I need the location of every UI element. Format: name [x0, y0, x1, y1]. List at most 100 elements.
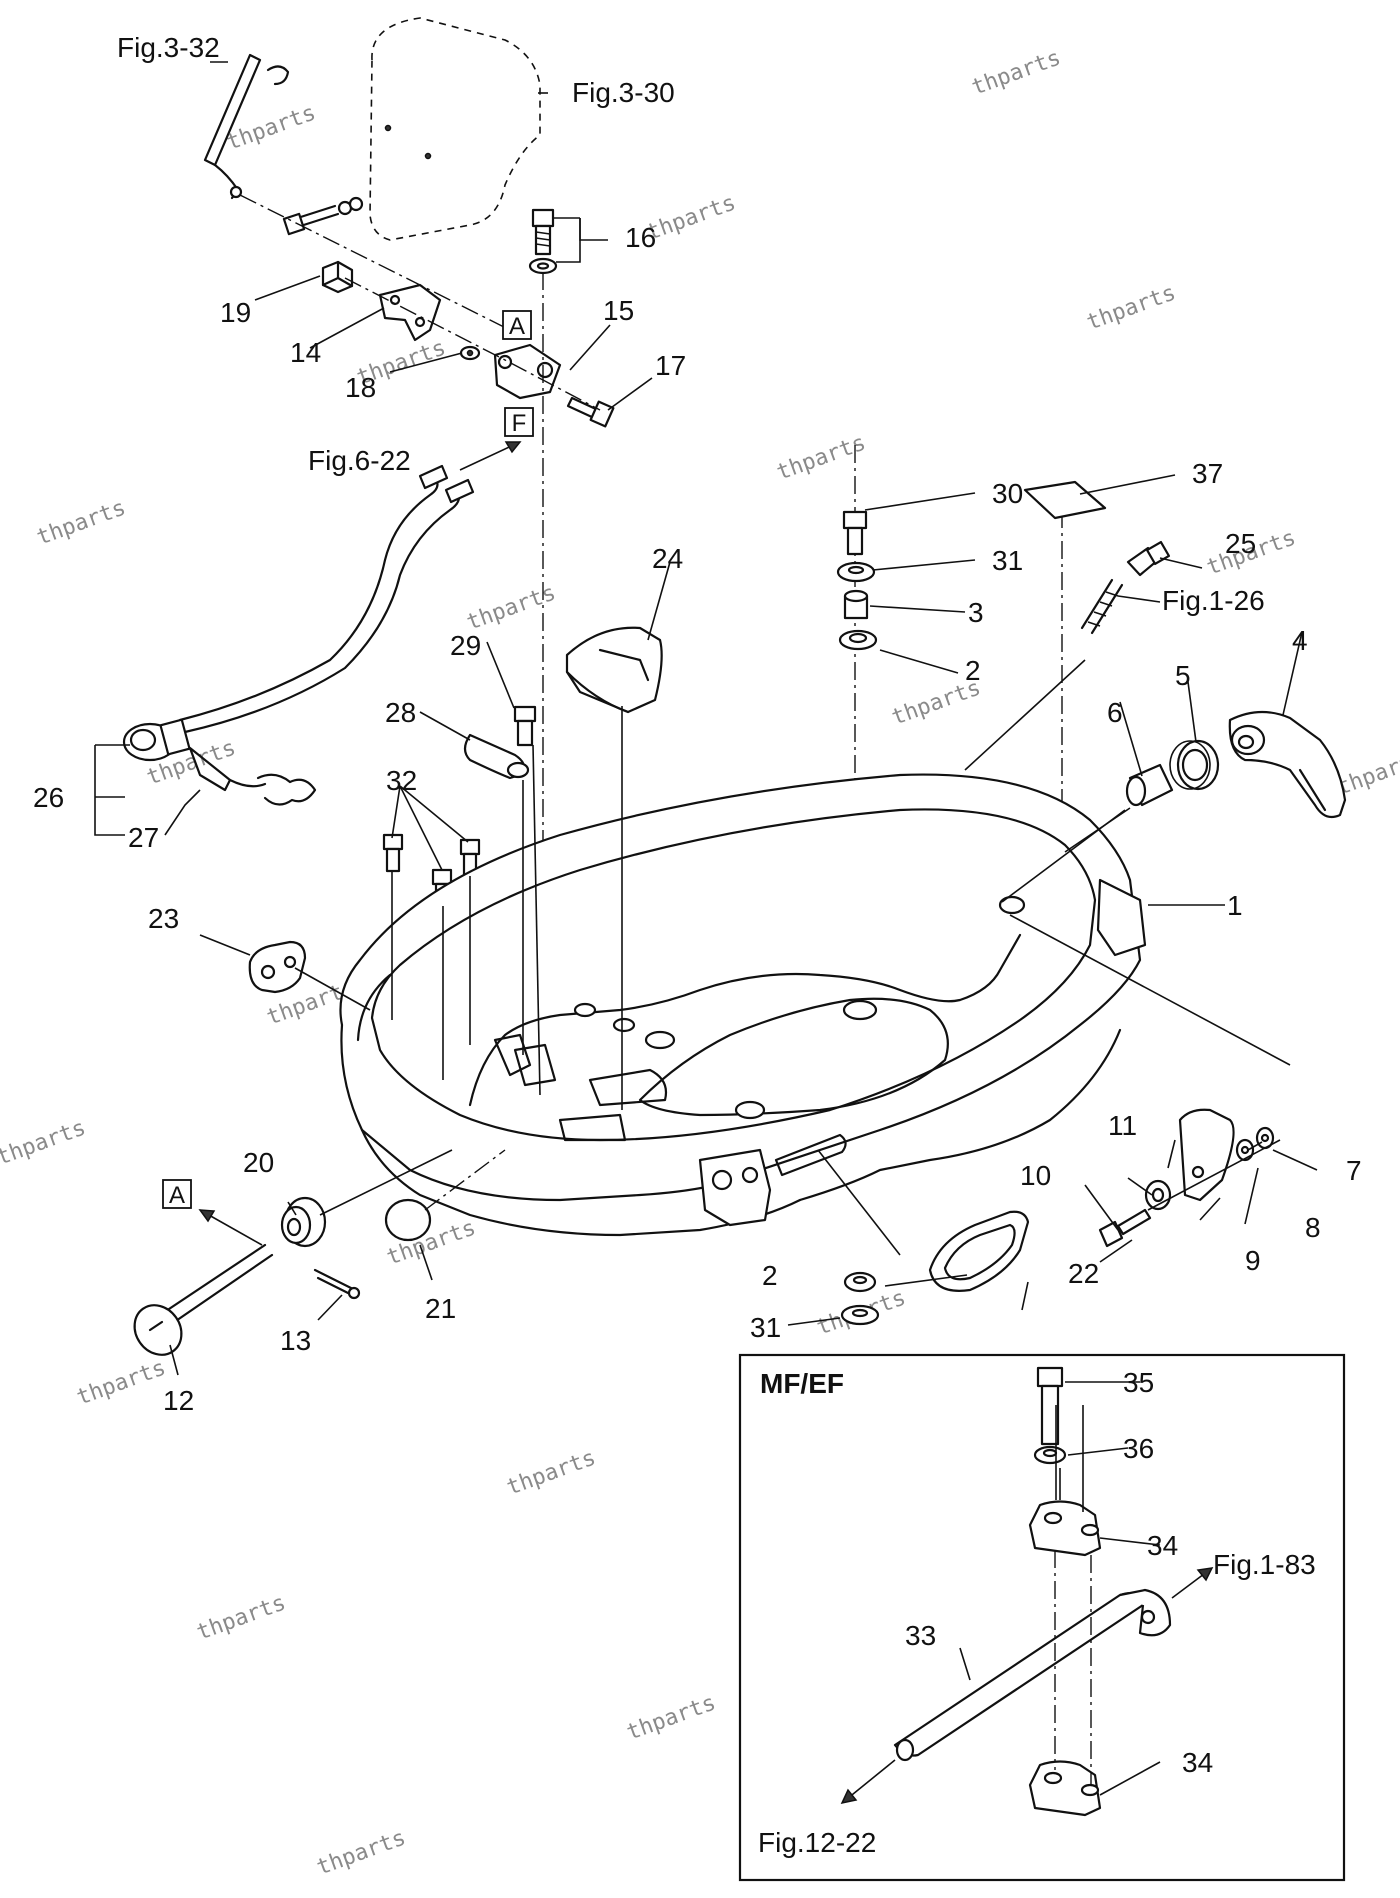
leader-lines	[94, 61, 1318, 1796]
label-32: 32	[386, 765, 417, 796]
label-22: 22	[1068, 1258, 1099, 1289]
inset-title: MF/EF	[760, 1368, 844, 1399]
label-34-upper: 34	[1147, 1530, 1178, 1561]
watermark: thparts	[34, 495, 130, 550]
label-27: 27	[128, 822, 159, 853]
clamp-34-lower	[1028, 1760, 1102, 1817]
marker-a-top-text: A	[509, 313, 525, 340]
label-6: 6	[1107, 697, 1123, 728]
watermark: thparts	[194, 1590, 290, 1645]
cover-bolt	[282, 196, 364, 236]
label-25: 25	[1225, 528, 1256, 559]
grommet-2-lower	[843, 1271, 877, 1293]
top-cowling-outline	[369, 17, 541, 241]
label-15: 15	[603, 295, 634, 326]
watermark: thparts	[1084, 280, 1180, 335]
fig1-83-arrow	[1171, 1567, 1214, 1599]
nut-19	[321, 260, 354, 294]
label-31-upper: 31	[992, 545, 1023, 576]
label-31-lower: 31	[750, 1312, 781, 1343]
marker-a-bottom-text: A	[169, 1182, 185, 1209]
bolt-29	[513, 705, 537, 747]
watermark: thparts	[969, 45, 1065, 100]
assembly-lines	[294, 659, 1291, 1110]
label-29: 29	[450, 630, 481, 661]
ref-fig3-30: Fig.3-30	[572, 77, 675, 108]
shift-link-rod	[203, 53, 290, 200]
knob-12	[133, 1243, 274, 1356]
label-19: 19	[220, 297, 251, 328]
watermark: thparts	[314, 1825, 410, 1880]
label-37	[1023, 480, 1107, 520]
rod-33	[893, 1588, 1172, 1762]
watermark: thparts	[464, 580, 560, 635]
watermark: thparts	[624, 1690, 720, 1745]
washer-31-lower	[840, 1304, 880, 1326]
ref-fig3-32: Fig.3-32	[117, 32, 220, 63]
label-14: 14	[290, 337, 321, 368]
label-3: 3	[968, 597, 984, 628]
label-7: 7	[1346, 1155, 1362, 1186]
grommet-23	[248, 940, 307, 994]
stop-switch-harness	[122, 464, 475, 806]
label-4: 4	[1292, 625, 1308, 656]
collar-3	[843, 589, 869, 620]
plug-21	[384, 1198, 432, 1242]
marker-a-top: A	[502, 310, 532, 340]
grommet-22	[928, 1210, 1030, 1292]
fig12-22-arrow	[840, 1759, 896, 1805]
plate-28	[463, 733, 530, 780]
hose-fig1-26	[1080, 578, 1124, 635]
bushing-6	[1125, 763, 1174, 807]
assembly-lines-bottom	[319, 1139, 1281, 1256]
grommet-2-upper	[838, 629, 878, 651]
seal-5	[1169, 739, 1220, 791]
grommet-20	[280, 1196, 327, 1248]
watermark: thparts	[504, 1445, 600, 1500]
bolt-35	[1036, 1366, 1064, 1446]
ref-fig1-83: Fig.1-83	[1213, 1549, 1316, 1580]
label-12: 12	[163, 1385, 194, 1416]
label-13: 13	[280, 1325, 311, 1356]
label-18: 18	[345, 372, 376, 403]
label-33: 33	[905, 1620, 936, 1651]
label-28: 28	[385, 697, 416, 728]
label-34-lower: 34	[1182, 1747, 1213, 1778]
label-36: 36	[1123, 1433, 1154, 1464]
label-20: 20	[243, 1147, 274, 1178]
figure-references: Fig.3-32 Fig.3-30 Fig.6-22 Fig.1-26 Fig.…	[117, 32, 1316, 1858]
plate-9	[1178, 1108, 1235, 1202]
clamp-34-upper	[1028, 1500, 1102, 1557]
label-21: 21	[425, 1293, 456, 1324]
bolt-30	[842, 510, 868, 556]
marker-f: F	[504, 407, 534, 437]
bolt-16	[528, 208, 558, 275]
pin-13	[313, 1268, 361, 1300]
bolt-10	[1098, 1208, 1152, 1248]
ref-fig12-22: Fig.12-22	[758, 1827, 876, 1858]
ref-fig6-22: Fig.6-22	[308, 445, 411, 476]
label-10: 10	[1020, 1160, 1051, 1191]
cover-24	[565, 626, 663, 714]
label-37: 37	[1192, 458, 1223, 489]
label-30: 30	[992, 478, 1023, 509]
fig6-22-arrow	[459, 441, 522, 471]
label-8: 8	[1305, 1212, 1321, 1243]
label-23: 23	[148, 903, 179, 934]
arm-4	[1228, 710, 1347, 819]
marker-a-bottom: A	[162, 1179, 263, 1246]
label-24: 24	[652, 543, 683, 574]
label-16: 16	[625, 222, 656, 253]
label-5: 5	[1175, 660, 1191, 691]
watermark: thparts	[74, 1355, 170, 1410]
washer-18	[459, 345, 481, 361]
label-11: 11	[1108, 1110, 1137, 1141]
washer-31-upper	[836, 561, 876, 583]
watermark: thparts	[0, 1115, 89, 1170]
inset-mf-ef: MF/EF	[738, 1353, 1346, 1882]
bolt-17	[566, 396, 615, 428]
watermark: thparts	[644, 190, 740, 245]
washer-36	[1033, 1445, 1067, 1465]
lever-bracket-14	[378, 283, 442, 342]
